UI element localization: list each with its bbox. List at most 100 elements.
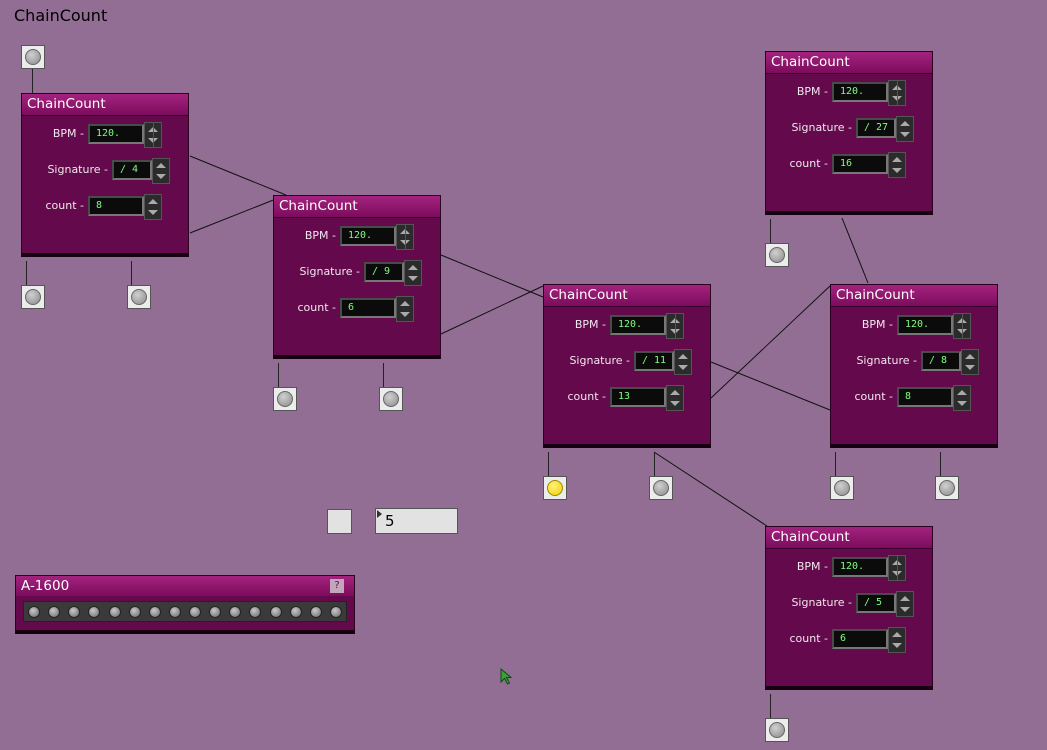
signature-display[interactable]: / 27 bbox=[856, 118, 896, 138]
input-bang-port-icon[interactable] bbox=[21, 45, 45, 69]
channel-knob-icon[interactable] bbox=[128, 605, 141, 618]
bpm-label: BPM - bbox=[796, 560, 828, 573]
module-title: ChainCount bbox=[766, 52, 932, 74]
signature-display[interactable]: / 4 bbox=[112, 160, 152, 180]
count-display[interactable]: 6 bbox=[832, 629, 888, 649]
signature-spinner[interactable] bbox=[404, 260, 422, 286]
bpm-spinner[interactable] bbox=[953, 313, 971, 339]
bpm-display[interactable]: 120. bbox=[897, 315, 953, 335]
signature-spinner[interactable] bbox=[674, 349, 692, 375]
output-bang-port-icon[interactable] bbox=[649, 476, 673, 500]
count-display[interactable]: 13 bbox=[610, 387, 666, 407]
signature-spinner[interactable] bbox=[896, 591, 914, 617]
chaincount-module-3[interactable]: ChainCount BPM - 120. Signature - / 11 c… bbox=[543, 284, 711, 448]
bpm-spinner[interactable] bbox=[888, 555, 906, 581]
number-box[interactable]: 5 bbox=[375, 508, 458, 534]
count-label: count - bbox=[789, 632, 829, 645]
bpm-label: BPM - bbox=[861, 318, 893, 331]
bpm-display[interactable]: 120. bbox=[340, 226, 396, 246]
patch-stem bbox=[654, 452, 655, 477]
channel-knob-icon[interactable] bbox=[48, 605, 61, 618]
bpm-spinner[interactable] bbox=[144, 122, 162, 148]
patch-stem bbox=[32, 68, 33, 93]
bpm-label: BPM - bbox=[304, 229, 336, 242]
bpm-label: BPM - bbox=[574, 318, 606, 331]
bpm-display[interactable]: 120. bbox=[832, 82, 888, 102]
empty-message-box[interactable] bbox=[327, 509, 352, 534]
signature-spinner[interactable] bbox=[152, 158, 170, 184]
signature-label: Signature - bbox=[791, 596, 852, 609]
count-spinner[interactable] bbox=[888, 152, 906, 178]
module-title: ChainCount bbox=[766, 527, 932, 549]
patch-stem bbox=[131, 261, 132, 286]
module-title: ChainCount bbox=[831, 285, 997, 307]
count-label: count - bbox=[567, 390, 607, 403]
channel-knob-icon[interactable] bbox=[148, 605, 161, 618]
channel-knob-icon[interactable] bbox=[209, 605, 222, 618]
signature-label: Signature - bbox=[299, 265, 360, 278]
patch-stem bbox=[770, 694, 771, 719]
signature-label: Signature - bbox=[856, 354, 917, 367]
channel-knob-icon[interactable] bbox=[168, 605, 181, 618]
output-bang-port-icon[interactable] bbox=[379, 387, 403, 411]
signature-display[interactable]: / 11 bbox=[634, 351, 674, 371]
signature-display[interactable]: / 5 bbox=[856, 593, 896, 613]
channel-knob-icon[interactable] bbox=[329, 605, 342, 618]
count-display[interactable]: 8 bbox=[897, 387, 953, 407]
chaincount-module-5[interactable]: ChainCount BPM - 120. Signature - / 8 co… bbox=[830, 284, 998, 448]
count-label: count - bbox=[854, 390, 894, 403]
signature-spinner[interactable] bbox=[896, 116, 914, 142]
channel-knob-icon[interactable] bbox=[289, 605, 302, 618]
knob-strip bbox=[23, 601, 347, 622]
count-spinner[interactable] bbox=[666, 385, 684, 411]
bpm-label: BPM - bbox=[52, 127, 84, 140]
output-bang-port-icon[interactable] bbox=[935, 476, 959, 500]
patch-stem bbox=[548, 452, 549, 477]
signature-display[interactable]: / 8 bbox=[921, 351, 961, 371]
channel-knob-icon[interactable] bbox=[189, 605, 202, 618]
patch-stem bbox=[940, 452, 941, 477]
output-bang-port-icon[interactable] bbox=[21, 285, 45, 309]
bpm-spinner[interactable] bbox=[888, 80, 906, 106]
channel-knob-icon[interactable] bbox=[249, 605, 262, 618]
count-label: count - bbox=[45, 199, 85, 212]
channel-knob-icon[interactable] bbox=[309, 605, 322, 618]
count-display[interactable]: 16 bbox=[832, 154, 888, 174]
patch-stem bbox=[26, 261, 27, 286]
bpm-label: BPM - bbox=[796, 85, 828, 98]
signature-display[interactable]: / 9 bbox=[364, 262, 404, 282]
channel-knob-icon[interactable] bbox=[28, 605, 41, 618]
count-display[interactable]: 8 bbox=[88, 196, 144, 216]
page-title: ChainCount bbox=[14, 6, 108, 25]
chaincount-module-2[interactable]: ChainCount BPM - 120. Signature - / 9 co… bbox=[273, 195, 441, 359]
bpm-spinner[interactable] bbox=[666, 313, 684, 339]
output-bang-port-icon[interactable] bbox=[127, 285, 151, 309]
a1600-module[interactable]: A-1600 ? bbox=[15, 575, 355, 634]
bpm-display[interactable]: 120. bbox=[610, 315, 666, 335]
chaincount-module-1[interactable]: ChainCount BPM - 120. Signature - / 4 co… bbox=[21, 93, 189, 257]
channel-knob-icon[interactable] bbox=[269, 605, 282, 618]
bpm-display[interactable]: 120. bbox=[832, 557, 888, 577]
channel-knob-icon[interactable] bbox=[88, 605, 101, 618]
channel-knob-icon[interactable] bbox=[68, 605, 81, 618]
module-title: ChainCount bbox=[274, 196, 440, 218]
active-bang-port-icon[interactable] bbox=[543, 476, 567, 500]
help-button[interactable]: ? bbox=[330, 579, 344, 593]
count-display[interactable]: 6 bbox=[340, 298, 396, 318]
bpm-display[interactable]: 120. bbox=[88, 124, 144, 144]
output-bang-port-icon[interactable] bbox=[765, 243, 789, 267]
chaincount-module-6[interactable]: ChainCount BPM - 120. Signature - / 5 co… bbox=[765, 526, 933, 690]
signature-spinner[interactable] bbox=[961, 349, 979, 375]
channel-knob-icon[interactable] bbox=[229, 605, 242, 618]
channel-knob-icon[interactable] bbox=[108, 605, 121, 618]
chaincount-module-4[interactable]: ChainCount BPM - 120. Signature - / 27 c… bbox=[765, 51, 933, 215]
count-spinner[interactable] bbox=[144, 194, 162, 220]
count-spinner[interactable] bbox=[953, 385, 971, 411]
bpm-spinner[interactable] bbox=[396, 224, 414, 250]
signature-label: Signature - bbox=[47, 163, 108, 176]
output-bang-port-icon[interactable] bbox=[273, 387, 297, 411]
output-bang-port-icon[interactable] bbox=[830, 476, 854, 500]
output-bang-port-icon[interactable] bbox=[765, 718, 789, 742]
count-spinner[interactable] bbox=[888, 627, 906, 653]
count-spinner[interactable] bbox=[396, 296, 414, 322]
